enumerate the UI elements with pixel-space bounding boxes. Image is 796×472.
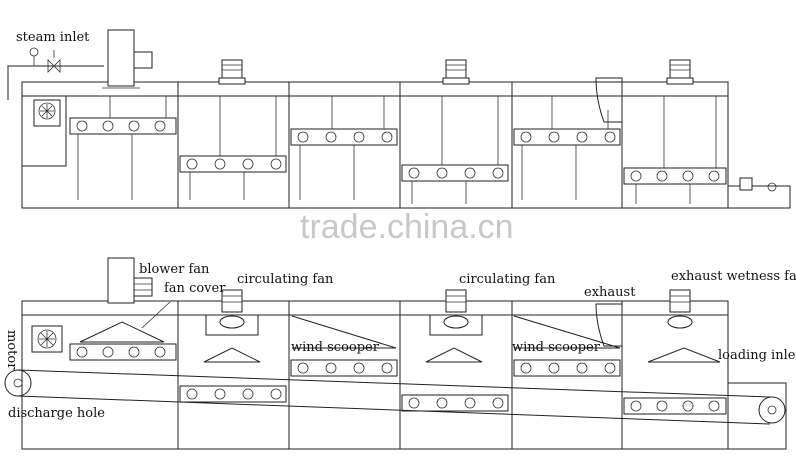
label-discharge-hole: discharge hole bbox=[8, 406, 105, 421]
fan-icon bbox=[38, 102, 56, 120]
label-circulating-fan-1: circulating fan bbox=[237, 272, 334, 287]
label-exhaust-wetness-fan: exhaust wetness fan bbox=[671, 269, 796, 284]
top-heater-rows bbox=[69, 117, 727, 185]
bottom-dryer-diagram: blower fan fan cover circulating fan cir… bbox=[4, 257, 796, 450]
bottom-blower-motor bbox=[133, 277, 153, 297]
top-exhaust-duct bbox=[595, 77, 623, 123]
top-motor-1 bbox=[218, 59, 246, 85]
tail-roller bbox=[758, 396, 786, 424]
top-motor-2 bbox=[442, 59, 470, 85]
pressure-gauge-icon bbox=[29, 47, 39, 57]
label-wind-scooper-2: wind scooper bbox=[512, 340, 601, 355]
bottom-housing bbox=[21, 300, 729, 450]
label-fan-cover: fan cover bbox=[164, 281, 226, 296]
blower-motor bbox=[133, 51, 153, 69]
label-wind-scooper-1: wind scooper bbox=[291, 340, 380, 355]
label-exhaust: exhaust bbox=[584, 285, 636, 300]
top-motor-3 bbox=[666, 59, 694, 85]
top-loading-end bbox=[727, 185, 791, 209]
circulating-fan-2-unit bbox=[429, 289, 483, 336]
circulating-fan-1-unit bbox=[205, 289, 259, 336]
valve-icon bbox=[47, 59, 61, 73]
conveyor-belt bbox=[4, 369, 786, 425]
label-loading-inlet: loading inlet bbox=[718, 348, 796, 363]
bottom-blower-stack bbox=[107, 257, 135, 304]
label-blower-fan: blower fan bbox=[139, 262, 210, 277]
bottom-exhaust-duct bbox=[595, 303, 623, 347]
watermark: trade.china.cn bbox=[300, 208, 514, 246]
top-dryer-diagram: steam inlet bbox=[7, 29, 791, 209]
label-steam-inlet: steam inlet bbox=[16, 30, 90, 45]
bottom-fan-icon bbox=[37, 329, 57, 349]
top-steam-branches bbox=[77, 96, 717, 204]
label-motor: motor bbox=[4, 330, 19, 370]
exhaust-wetness-fan-unit bbox=[667, 289, 693, 329]
drive-roller bbox=[4, 369, 32, 397]
fan-cover-shape bbox=[79, 321, 165, 343]
blower-stack bbox=[107, 29, 135, 87]
label-circulating-fan-2: circulating fan bbox=[459, 272, 556, 287]
bottom-heater-rows bbox=[69, 343, 727, 415]
